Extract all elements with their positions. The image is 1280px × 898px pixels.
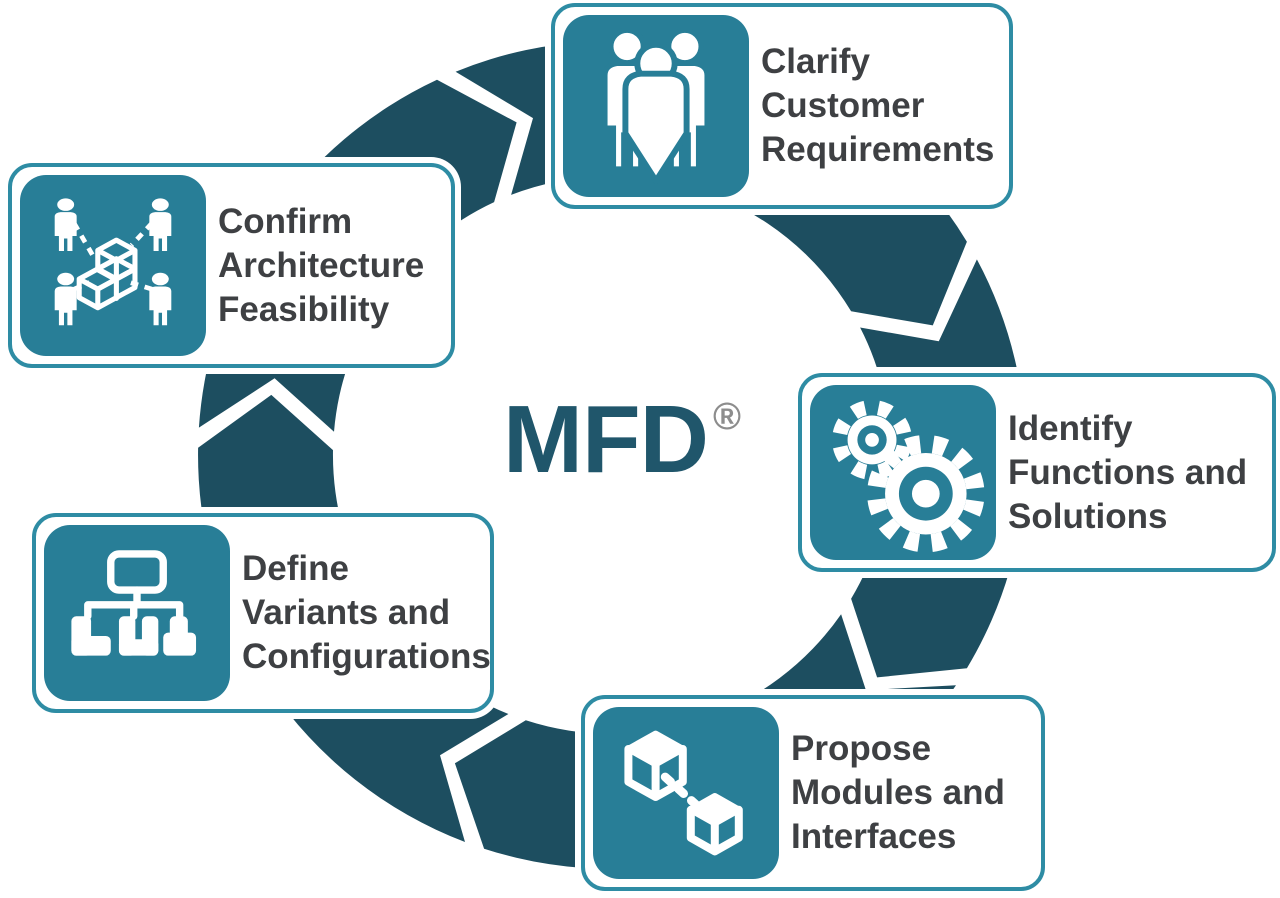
label-line: Architecture — [218, 245, 425, 285]
label-line: Solutions — [1008, 496, 1168, 536]
label-line: Modules and — [791, 773, 1005, 812]
label-line: Clarify — [761, 42, 870, 81]
people-group-icon — [563, 15, 749, 197]
label-line: Propose — [791, 729, 932, 768]
step-card-define-variants-and-configurations: Define Variants and Configurations — [32, 513, 494, 713]
label-line: Identify — [1008, 408, 1133, 448]
tree-hierarchy-icon — [44, 525, 230, 701]
label-line: Functions and — [1008, 452, 1248, 492]
registered-trademark-icon: ® — [712, 396, 741, 438]
step-label: Propose Modules and Interfaces — [791, 727, 1005, 859]
step-label: Identify Functions and Solutions — [1008, 407, 1247, 539]
label-line: Confirm — [218, 201, 353, 241]
step-card-identify-functions-and-solutions: Identify Functions and Solutions — [798, 373, 1276, 572]
label-line: Configurations — [242, 637, 491, 676]
label-line: Define — [242, 549, 349, 588]
step-card-confirm-architecture-feasibility: Confirm Architecture Feasibility — [8, 163, 455, 368]
label-line: Variants and — [242, 593, 451, 632]
step-card-propose-modules-and-interfaces: Propose Modules and Interfaces — [581, 695, 1045, 891]
label-line: Feasibility — [218, 289, 390, 329]
step-card-clarify-customer-requirements: Clarify Customer Requirements — [551, 3, 1013, 209]
mfd-logo: MFD ® — [503, 392, 741, 488]
mfd-logo-text: MFD — [503, 386, 709, 493]
label-line: Requirements — [761, 130, 995, 169]
step-label: Confirm Architecture Feasibility — [218, 200, 424, 332]
label-line: Interfaces — [791, 817, 957, 856]
linked-cubes-icon — [593, 707, 779, 879]
step-label: Define Variants and Configurations — [242, 547, 491, 679]
label-line: Customer — [761, 86, 925, 125]
gears-icon — [810, 385, 996, 560]
step-label: Clarify Customer Requirements — [761, 40, 994, 172]
people-network-cubes-icon — [20, 175, 206, 356]
